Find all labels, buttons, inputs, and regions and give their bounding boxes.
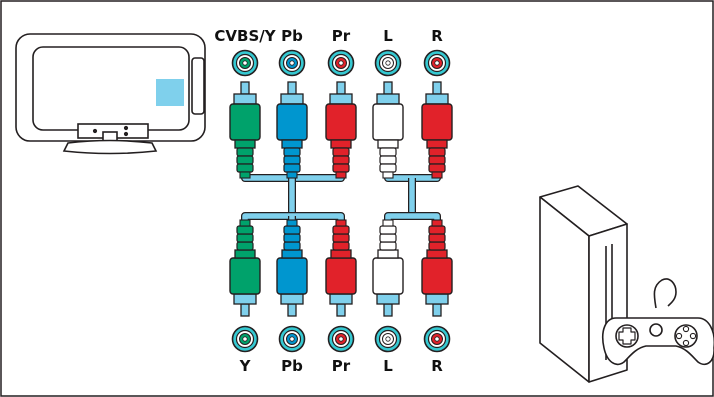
bottom-plug-y <box>229 219 261 317</box>
bottom-plug-pb <box>276 219 308 317</box>
tv-icon <box>15 33 206 155</box>
top-label-cvbs-y: CVBS/Y <box>214 27 276 45</box>
bottom-plug-l <box>372 219 404 317</box>
top-plug-r <box>421 81 453 179</box>
bottom-label-pb: Pb <box>281 357 303 375</box>
top-plug-l <box>372 81 404 179</box>
bottom-label-y: Y <box>239 357 252 375</box>
top-plug-pb <box>276 81 308 179</box>
top-label-r: R <box>431 27 443 45</box>
bottom-label-pr: Pr <box>332 357 351 375</box>
bottom-jack-pr <box>327 325 355 353</box>
top-jack-l <box>374 49 402 77</box>
bottom-jack-pb <box>278 325 306 353</box>
top-plug-pr <box>325 81 357 179</box>
top-jack-r <box>423 49 451 77</box>
bottom-label-r: R <box>431 357 443 375</box>
bottom-plug-pr <box>325 219 357 317</box>
bottom-jack-y <box>231 325 259 353</box>
bottom-jack-l <box>374 325 402 353</box>
connectors <box>229 49 453 353</box>
bottom-jack-r <box>423 325 451 353</box>
game-console-icon <box>539 185 628 383</box>
top-jack-pb <box>278 49 306 77</box>
top-label-l: L <box>383 27 393 45</box>
bottom-label-l: L <box>383 357 393 375</box>
bottom-plug-r <box>421 219 453 317</box>
top-label-pb: Pb <box>281 27 303 45</box>
top-jack-pr <box>327 49 355 77</box>
top-plug-cvbs-y <box>229 81 261 179</box>
top-label-pr: Pr <box>332 27 351 45</box>
top-jack-cvbs-y <box>231 49 259 77</box>
labels: CVBS/Y Pb Pr L R Y Pb Pr L R <box>214 27 443 375</box>
gamepad-icon <box>601 278 714 366</box>
